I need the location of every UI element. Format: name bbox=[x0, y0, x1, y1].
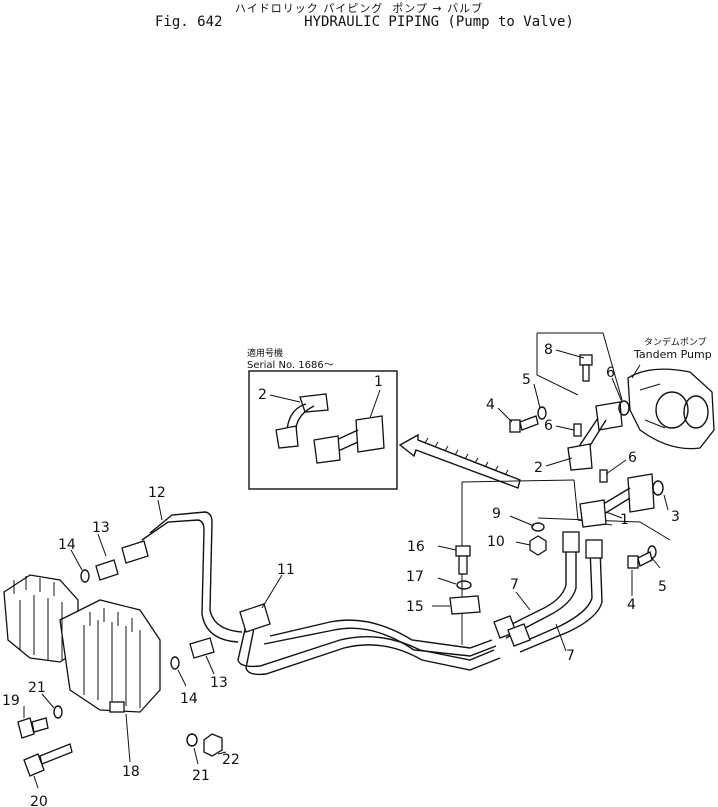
bolt-19 bbox=[17, 717, 49, 739]
inset-box: 適用号機 Serial No. 1686～ 2 1 bbox=[247, 347, 398, 490]
callout-5-right: 5 bbox=[658, 579, 667, 595]
callout-13-bottom: 13 bbox=[210, 675, 228, 691]
callout-6-right: 6 bbox=[628, 450, 637, 466]
callout-14-bottom: 14 bbox=[180, 691, 198, 707]
washer-21b bbox=[186, 733, 198, 747]
o-ring-3a bbox=[618, 400, 630, 416]
callout-8: 8 bbox=[544, 342, 553, 358]
control-valve-18 bbox=[3, 574, 161, 713]
clamp-15 bbox=[449, 595, 481, 615]
bolt-8 bbox=[579, 354, 593, 382]
title-japanese: ハイドロリック パイピング ポンプ → バルブ bbox=[234, 2, 484, 15]
callout-11: 11 bbox=[277, 562, 295, 578]
callout-4-right: 4 bbox=[627, 597, 636, 613]
o-ring-14a bbox=[80, 569, 90, 583]
bolt-20 bbox=[23, 743, 73, 777]
inset-frame bbox=[248, 370, 398, 490]
reference-arrow bbox=[398, 433, 521, 489]
hoses-7 bbox=[493, 531, 603, 653]
callout-4-top: 4 bbox=[486, 397, 495, 413]
washer-21a bbox=[53, 705, 63, 719]
washer-9 bbox=[531, 522, 545, 532]
inset-elbow-2 bbox=[275, 393, 329, 449]
fitting-11 bbox=[239, 603, 271, 633]
title-english: HYDRAULIC PIPING (Pump to Valve) bbox=[304, 14, 574, 30]
callout-1: 1 bbox=[620, 512, 629, 528]
figure-number: Fig. 642 bbox=[155, 14, 223, 30]
callout-19: 19 bbox=[2, 693, 20, 709]
callout-10: 10 bbox=[487, 534, 505, 550]
adapter-13a bbox=[95, 540, 149, 581]
pipes bbox=[141, 511, 501, 676]
bolt-4a bbox=[509, 415, 539, 433]
callout-1-inset: 1 bbox=[374, 374, 383, 390]
callout-17: 17 bbox=[406, 569, 424, 585]
adapter-13b bbox=[189, 637, 215, 659]
callout-2: 2 bbox=[534, 460, 543, 476]
fitting-6a bbox=[573, 423, 582, 437]
o-ring-14b bbox=[170, 656, 180, 670]
callout-14-top: 14 bbox=[58, 537, 76, 553]
callout-18: 18 bbox=[122, 764, 140, 780]
callout-21-left: 21 bbox=[28, 680, 46, 696]
washer-5a bbox=[537, 406, 547, 420]
washer-17 bbox=[456, 580, 472, 590]
callout-2-inset: 2 bbox=[258, 387, 267, 403]
callout-3-right: 3 bbox=[671, 509, 680, 525]
bolt-16 bbox=[455, 545, 471, 575]
nut-10 bbox=[529, 535, 547, 556]
callout-12: 12 bbox=[148, 485, 166, 501]
callout-7-bottom: 7 bbox=[566, 648, 575, 664]
callout-21-bottom: 21 bbox=[192, 768, 210, 784]
inset-label-jp: 適用号機 bbox=[247, 347, 283, 359]
inset-flange-1 bbox=[313, 415, 385, 464]
fitting-6b bbox=[599, 469, 608, 483]
callout-9: 9 bbox=[492, 506, 501, 522]
callout-15: 15 bbox=[406, 599, 424, 615]
callout-16: 16 bbox=[407, 539, 425, 555]
callout-13-top: 13 bbox=[92, 520, 110, 536]
flange-1 bbox=[579, 473, 655, 528]
tandem-pump: タンデムポンプ Tandem Pump bbox=[627, 336, 715, 450]
o-ring-3b bbox=[652, 480, 664, 496]
callout-6-top: 6 bbox=[544, 418, 553, 434]
callout-22: 22 bbox=[222, 752, 240, 768]
callouts: 8 6 5 4 6 2 6 3 1 9 10 5 4 16 17 15 7 bbox=[2, 342, 680, 807]
nut-22 bbox=[203, 733, 223, 757]
callout-3-top: 6 bbox=[606, 365, 615, 381]
callout-5-top: 5 bbox=[522, 372, 531, 388]
callout-7-top: 7 bbox=[510, 577, 519, 593]
pump-label-en: Tandem Pump bbox=[633, 348, 712, 361]
inset-label-serial: Serial No. 1686～ bbox=[247, 360, 334, 371]
pump-label-jp: タンデムポンプ bbox=[644, 336, 707, 348]
elbow-2 bbox=[567, 401, 623, 471]
callout-20: 20 bbox=[30, 794, 48, 807]
bolt-4b bbox=[627, 551, 653, 569]
